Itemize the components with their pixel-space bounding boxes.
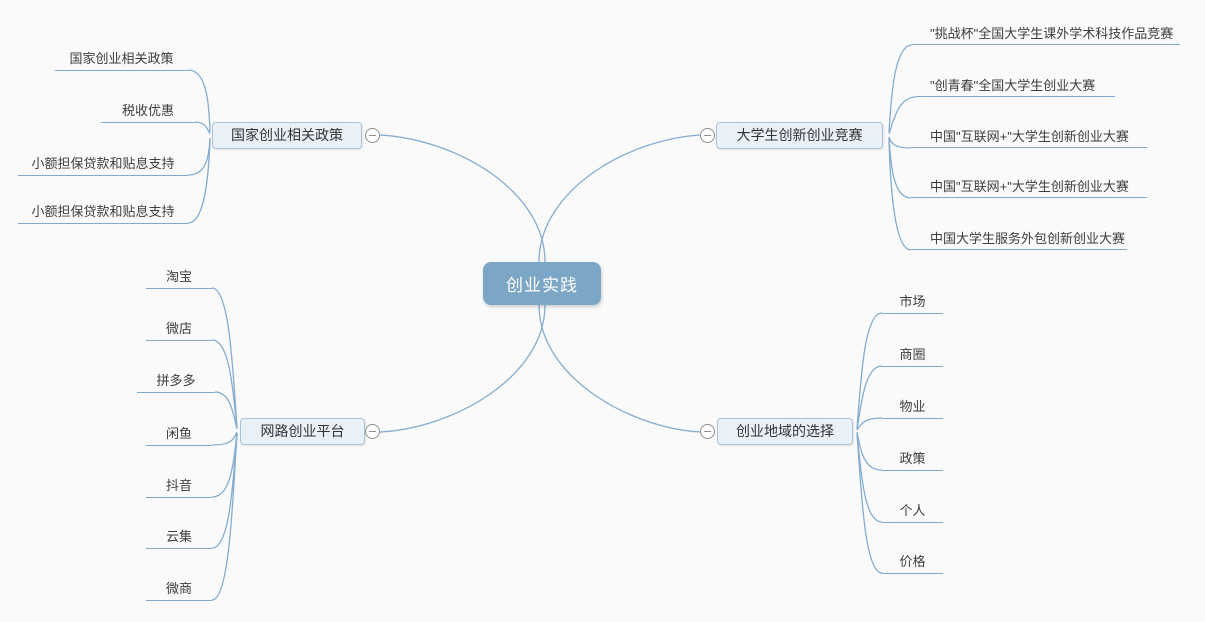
connector <box>211 433 238 601</box>
connector <box>211 287 238 428</box>
branch-node-student-competitions[interactable]: 大学生创新创业竞赛 <box>716 122 883 149</box>
child-topic[interactable]: 小额担保贷款和贴息支持 <box>18 153 188 176</box>
connector <box>888 136 912 149</box>
child-topic[interactable]: 税收优惠 <box>101 100 195 123</box>
child-topic[interactable]: 个人 <box>882 500 943 523</box>
connector <box>888 137 912 199</box>
child-topic[interactable]: "挑战杯"全国大学生课外学术科技作品竞赛 <box>912 23 1180 45</box>
connector <box>379 304 546 433</box>
connector <box>214 391 238 430</box>
minus-icon[interactable] <box>700 424 715 439</box>
minus-icon[interactable] <box>365 128 380 143</box>
connector <box>856 432 883 523</box>
child-topic[interactable]: "创青春"全国大学生创业大赛 <box>916 75 1115 97</box>
child-topic[interactable]: 中国大学生服务外包创新创业大赛 <box>911 228 1127 250</box>
minus-icon[interactable] <box>365 424 380 439</box>
connector <box>856 365 883 430</box>
connector <box>211 431 238 446</box>
connector <box>211 433 238 549</box>
connector <box>888 138 912 251</box>
connector <box>856 312 883 429</box>
connector <box>194 121 211 135</box>
connector <box>211 339 238 429</box>
connector <box>856 433 883 574</box>
branch-node-location-choice[interactable]: 创业地域的选择 <box>717 418 853 445</box>
child-topic[interactable]: 价格 <box>882 551 943 574</box>
root-node[interactable]: 创业实践 <box>483 262 601 305</box>
child-topic[interactable]: 微商 <box>146 578 212 601</box>
child-topic[interactable]: 小额担保贷款和贴息支持 <box>18 201 188 224</box>
child-topic[interactable]: 云集 <box>146 526 212 549</box>
child-topic[interactable]: 市场 <box>882 291 943 314</box>
child-topic[interactable]: 微店 <box>146 318 212 341</box>
connector <box>211 432 238 498</box>
child-topic[interactable]: 抖音 <box>146 475 212 498</box>
child-topic[interactable]: 商圈 <box>882 344 943 367</box>
connector <box>187 137 211 176</box>
branch-node-online-platforms[interactable]: 网路创业平台 <box>240 418 365 445</box>
child-topic[interactable]: 中国"互联网+"大学生创新创业大赛 <box>911 126 1147 148</box>
child-topic[interactable]: 中国"互联网+"大学生创新创业大赛 <box>911 176 1147 198</box>
connector <box>856 417 883 431</box>
branch-node-national-policy[interactable]: 国家创业相关政策 <box>212 122 362 149</box>
child-topic[interactable]: 国家创业相关政策 <box>55 48 188 71</box>
child-topic[interactable]: 闲鱼 <box>146 423 212 446</box>
connector <box>888 44 913 133</box>
child-topic[interactable]: 政策 <box>882 448 943 471</box>
connector <box>538 134 702 263</box>
connector <box>379 134 546 263</box>
connector <box>187 138 211 224</box>
child-topic[interactable]: 物业 <box>882 396 943 419</box>
child-topic[interactable]: 淘宝 <box>146 266 212 289</box>
child-topic[interactable]: 拼多多 <box>137 370 215 393</box>
connector <box>538 304 702 433</box>
connector <box>856 431 883 471</box>
minus-icon[interactable] <box>700 128 715 143</box>
